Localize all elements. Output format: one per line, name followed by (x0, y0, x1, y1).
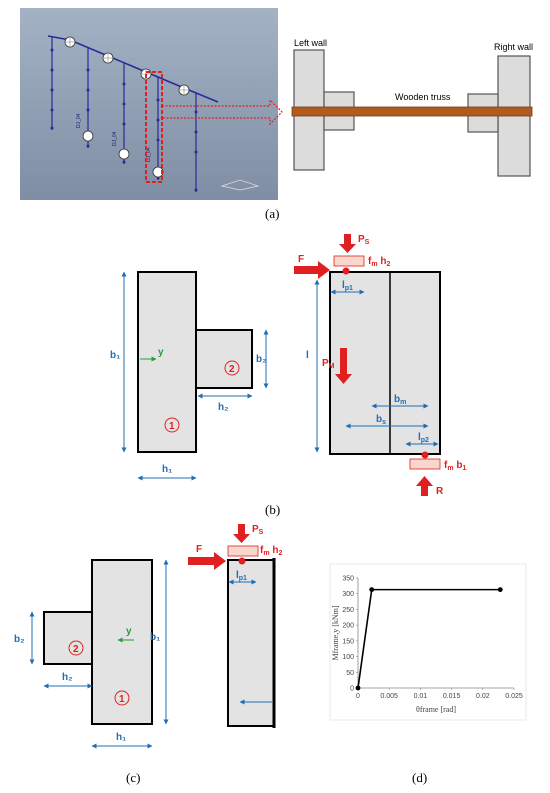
panel-b: b₁ b₂ h₁ h₂ y 1 2 F PS fm h2 lp1 l (110, 234, 466, 517)
section-part-1 (137, 271, 197, 453)
label-c-Ps: PS (252, 524, 264, 536)
y-tick-label: 200 (342, 623, 354, 630)
marker-c-part-2 (68, 640, 84, 656)
elevation-c-body (227, 559, 275, 727)
label-c-part-2: 2 (73, 644, 79, 655)
y-tick-label: 150 (342, 638, 354, 645)
force-Ps-arrow (339, 234, 356, 253)
x-tick-label: 0.005 (380, 693, 398, 700)
label-c-y: y (126, 626, 132, 637)
label-fm-b1: fm b1 (444, 460, 466, 472)
model-verticals (51, 36, 197, 192)
label-c-b1: b₁ (150, 632, 160, 643)
label-b2: b₂ (256, 354, 267, 365)
label-c-h2: h₂ (62, 672, 73, 683)
x-tick-label: 0.015 (443, 693, 461, 700)
y-tick-label: 350 (342, 576, 354, 583)
label-c-b2: b₂ (14, 634, 25, 645)
wooden-truss-beam (291, 106, 533, 117)
label-b1: b₁ (110, 350, 120, 361)
right-wall-label: Right wall (494, 42, 533, 52)
label-lp1: lp1 (342, 280, 353, 292)
zoom-arrow (162, 98, 283, 126)
force-PM-arrow (335, 348, 352, 384)
contact-c-point (238, 557, 246, 565)
force-F-arrow (294, 261, 330, 279)
chart-series (355, 587, 503, 691)
label-h2: h₂ (218, 402, 229, 413)
marker-c-part-1 (114, 690, 130, 706)
data-point (355, 685, 361, 691)
contact-point-bottom (421, 451, 429, 459)
section-c-part-2 (43, 611, 93, 665)
label-c-lp1: lp1 (236, 570, 247, 582)
panel-a: DJ_04 DJ_04 DJ_04 Left wall Right wall W… (20, 8, 533, 221)
force-c-F-arrow (188, 552, 226, 570)
label-c-h1: h₁ (116, 732, 126, 743)
y-tick-label: 300 (342, 591, 354, 598)
model-label-2: DJ_04 (112, 131, 118, 146)
x-tick-label: 0.02 (476, 693, 490, 700)
caption-c: (c) (126, 770, 140, 785)
label-fm-h2: fm h2 (368, 256, 390, 268)
truss-label: Wooden truss (395, 92, 451, 102)
label-c-F: F (196, 544, 202, 555)
label-lp2: lp2 (418, 432, 429, 444)
model-nodes (50, 48, 198, 192)
panel-c: b₂ b₁ h₂ h₁ y 2 1 F PS fm h2 lp1 (c) (14, 524, 282, 785)
caption-b: (b) (265, 502, 280, 517)
label-l: l (306, 350, 309, 361)
axes-triad-icon (220, 179, 260, 191)
label-bs: bs (376, 414, 386, 426)
highlight-box (145, 71, 163, 183)
caption-a: (a) (265, 206, 279, 221)
stress-block-bottom (409, 458, 441, 470)
label-bm: bm (394, 394, 406, 406)
panel-d-chart: 0 50 100 150 200 250 300 350 0 0.005 0.01 0.015 0.02… (329, 563, 527, 785)
label-y: y (158, 347, 164, 358)
stress-block-c-top (227, 545, 259, 557)
section-part-2 (195, 329, 253, 389)
data-point (369, 587, 375, 593)
x-axis-label: θframe [rad] (416, 705, 456, 714)
label-Ps: PS (358, 234, 370, 246)
x-tick-label: 0.025 (505, 693, 523, 700)
y-tick-label: 250 (342, 607, 354, 614)
label-c-part-1: 1 (119, 694, 125, 705)
force-c-Ps-arrow (233, 524, 250, 543)
label-part-2: 2 (229, 364, 235, 375)
stress-block-top (333, 255, 365, 267)
marker-part-2 (224, 360, 240, 376)
chart-axes: 0 50 100 150 200 250 300 350 0 0.005 0.01 0.015 0.02… (331, 576, 523, 715)
label-PM: PM (322, 358, 335, 370)
y-tick-label: 50 (346, 670, 354, 677)
label-R: R (436, 486, 444, 497)
label-part-1: 1 (169, 421, 175, 432)
label-F: F (298, 254, 304, 265)
model-label-1: DJ_04 (76, 113, 82, 128)
data-point (497, 587, 503, 593)
contact-point-top (342, 267, 350, 275)
y-tick-label: 100 (342, 654, 354, 661)
label-h1: h₁ (162, 464, 172, 475)
fem-model-screenshot (20, 8, 278, 200)
y-axis-label: Mframe,y [kNm] (331, 605, 340, 660)
label-c-fm-h2: fm h2 (260, 545, 282, 557)
force-R-arrow (416, 476, 433, 496)
caption-d: (d) (412, 770, 427, 785)
model-label-3: DJ_04 (146, 147, 152, 162)
x-tick-label: 0 (356, 693, 360, 700)
y-tick-label: 0 (350, 686, 354, 693)
left-wall-label: Left wall (294, 38, 327, 48)
x-tick-label: 0.01 (414, 693, 428, 700)
marker-part-1 (164, 417, 180, 433)
